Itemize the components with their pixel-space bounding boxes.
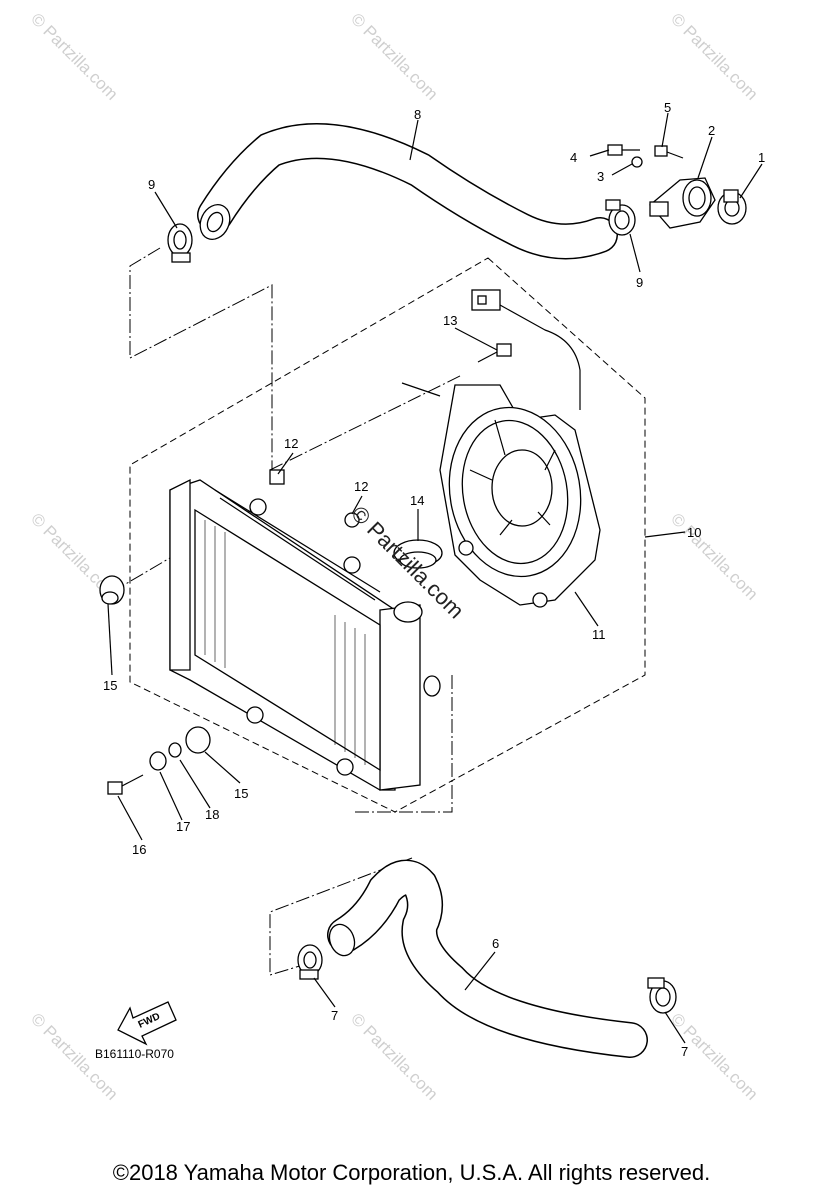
thermostat-housing [649,177,716,229]
hose-clamp-right [605,199,636,236]
bolt-13 [477,343,512,363]
callout-3: 3 [597,169,604,184]
leader-lines [107,112,763,1044]
copyright-notice: ©2018 Yamaha Motor Corporation, U.S.A. A… [112,1160,711,1185]
callout-6: 6 [492,936,499,951]
cooling-fan [439,384,601,608]
callout-12a: 12 [284,436,298,451]
callout-11: 11 [592,627,606,642]
hose-clamp-lower-right [647,977,677,1014]
callout-7a: 7 [331,1008,338,1023]
callout-18: 18 [205,807,219,822]
mount-parts [99,469,360,795]
callout-2: 2 [708,123,715,138]
callout-7b: 7 [681,1044,688,1059]
hose-clamp-lower-left [297,944,323,980]
callout-9b: 9 [636,275,643,290]
callout-13: 13 [443,313,457,328]
callout-14: 14 [410,493,424,508]
callout-17: 17 [176,819,190,834]
callout-10: 10 [687,525,701,540]
lower-hose [327,859,648,1058]
callout-5: 5 [664,100,671,115]
fan-connector [401,289,581,410]
chain-lines [111,247,463,976]
reference-code: B161110-R070 [95,1047,174,1061]
watermark: © Partzilla.com [347,9,441,103]
radiator-fins [204,520,366,765]
forward-arrow-icon: FWD [117,1001,177,1046]
callout-8: 8 [414,107,421,122]
callout-9a: 9 [148,177,155,192]
thermostat [717,189,747,225]
bolts-small [607,144,684,168]
callout-4: 4 [570,150,577,165]
callout-numbers: 1 2 3 4 5 6 7 7 8 9 9 10 11 12 12 13 14 … [103,100,765,1059]
callout-12b: 12 [354,479,368,494]
watermark: © Partzilla.com [347,1009,441,1103]
callout-15b: 15 [234,786,248,801]
hose-clamp-left [167,223,193,263]
callout-1: 1 [758,150,765,165]
radiator [169,478,441,791]
callout-15a: 15 [103,678,117,693]
upper-hose [197,123,618,260]
radiator-cap [393,539,443,569]
watermark: © Partzilla.com [667,9,761,103]
watermark: © Partzilla.com [667,509,761,603]
callout-16: 16 [132,842,146,857]
watermark: © Partzilla.com [27,9,121,103]
